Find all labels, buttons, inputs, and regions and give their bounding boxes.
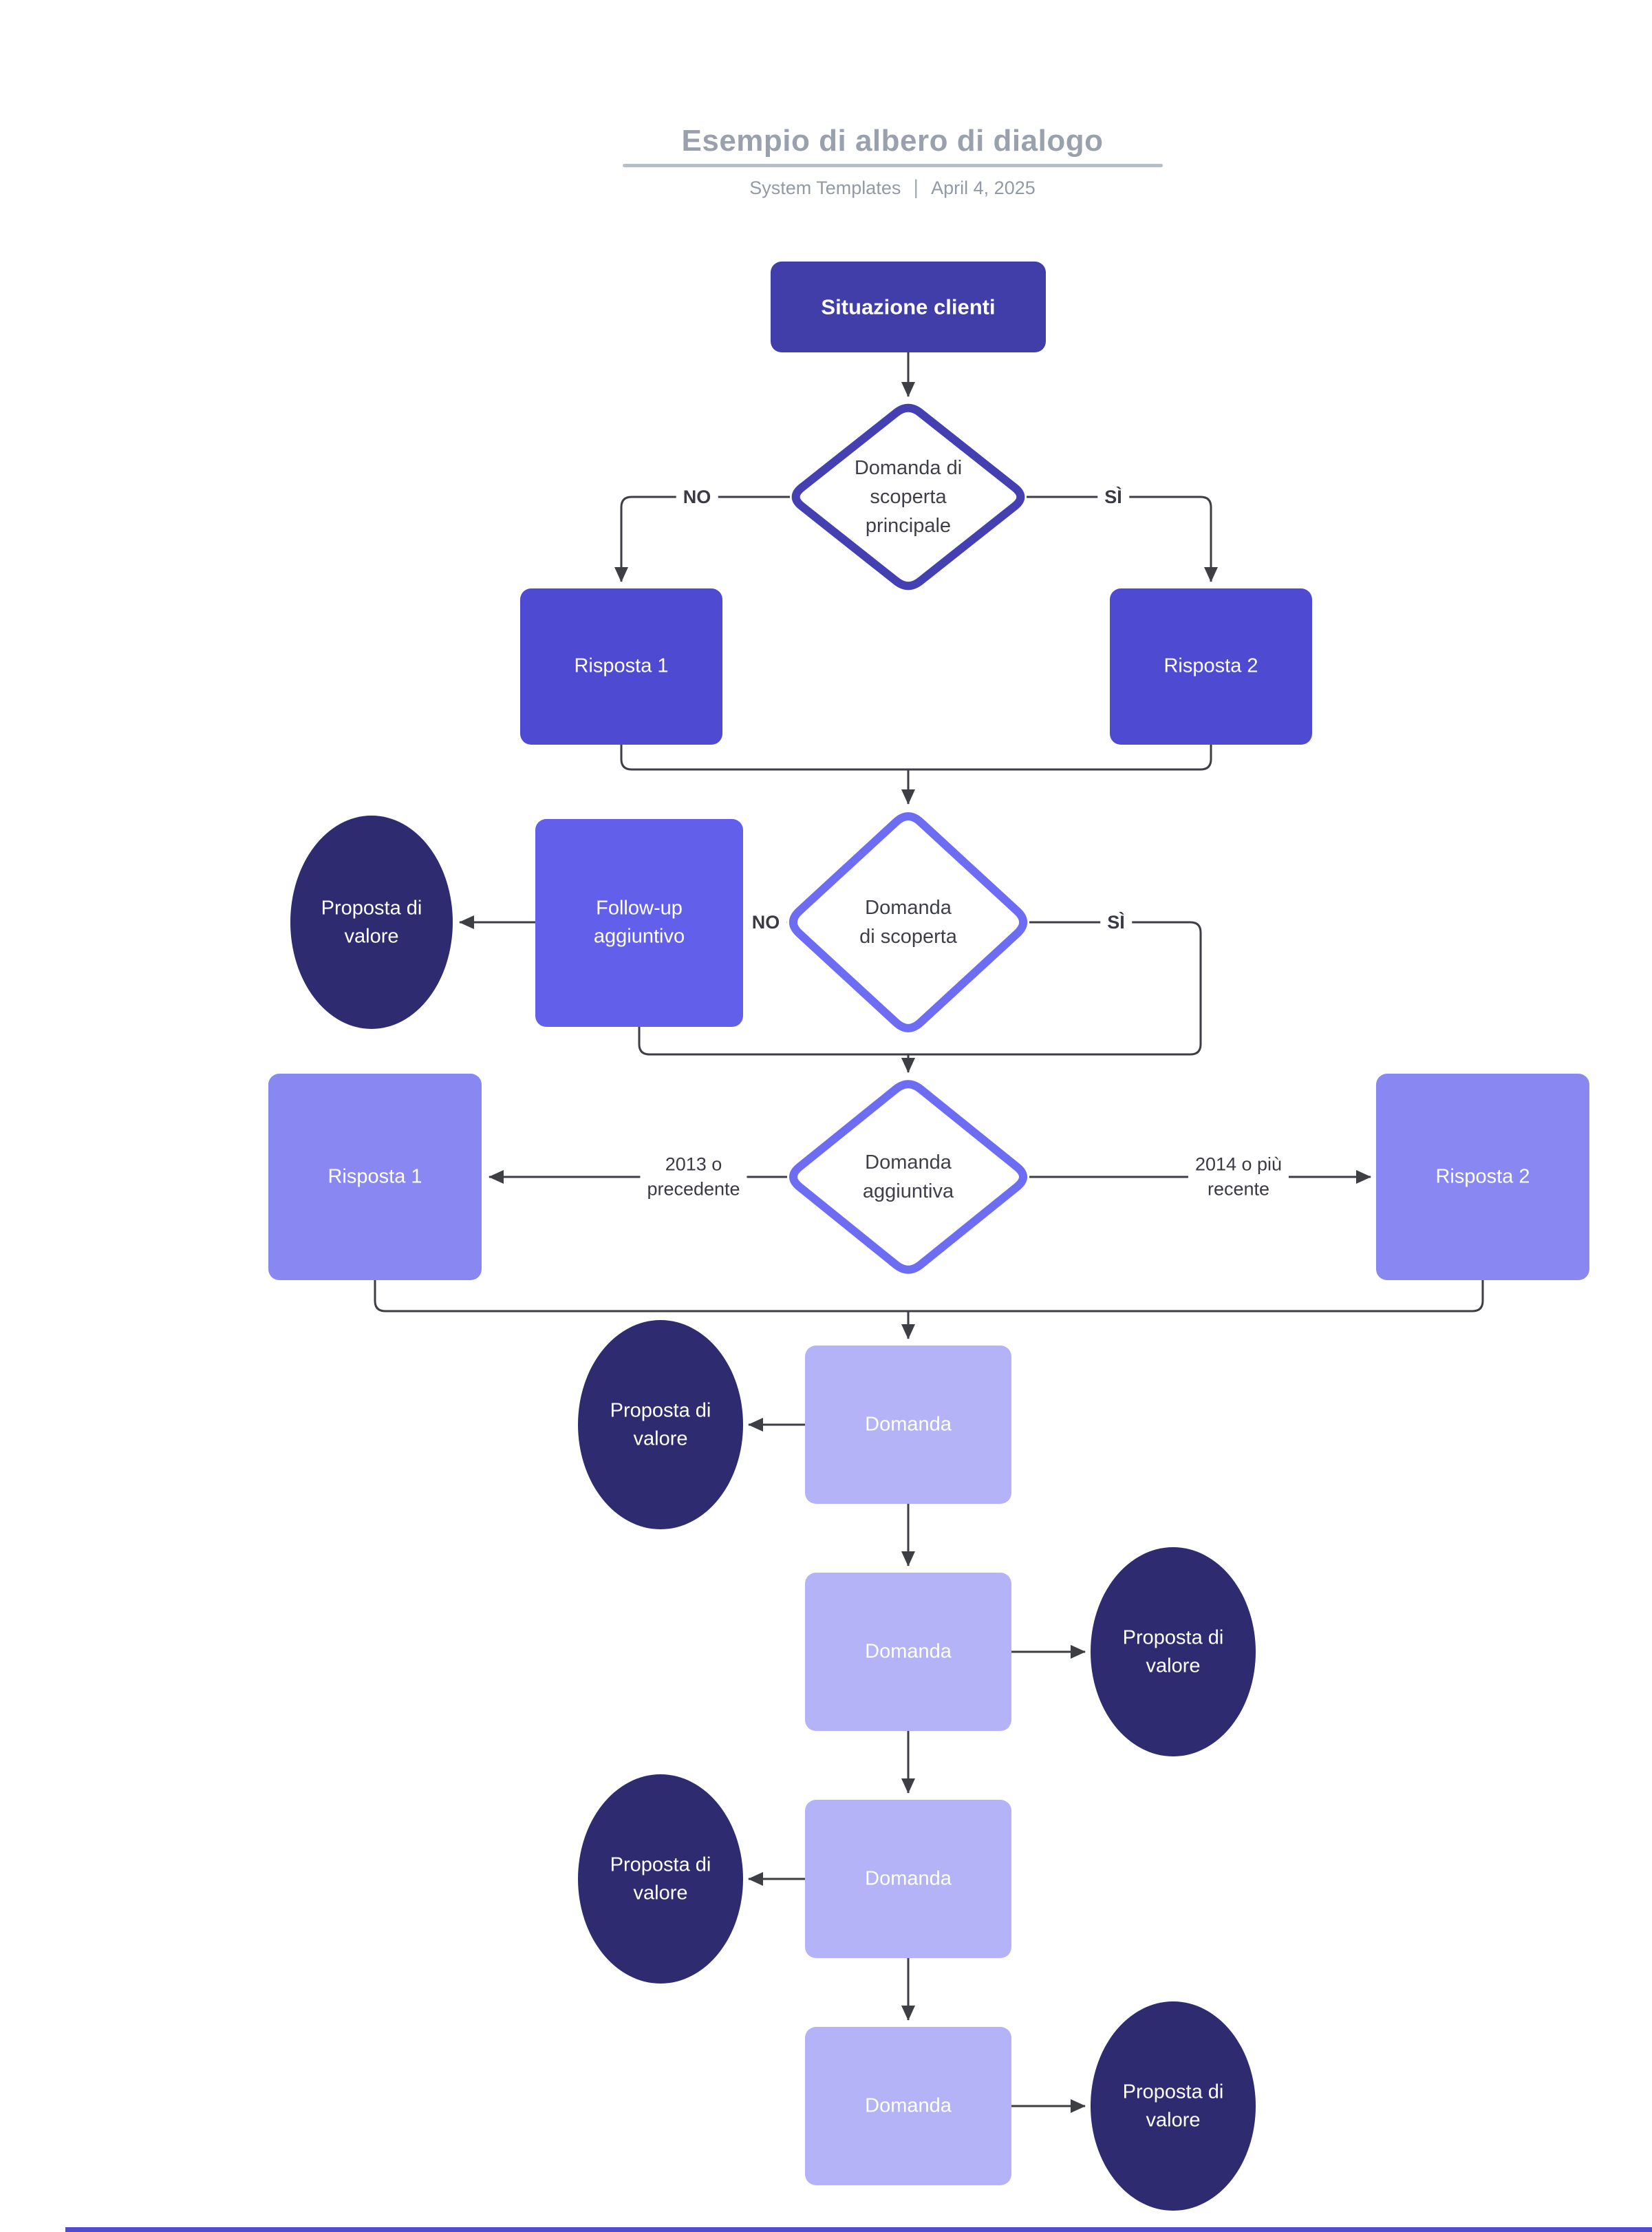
connector-answer1b-merge xyxy=(374,1280,908,1312)
title-underline xyxy=(623,164,1163,167)
followup-node[interactable] xyxy=(535,819,743,1027)
connector-d1-no xyxy=(614,496,790,582)
value-prop-circle-4[interactable] xyxy=(578,1774,743,1984)
answer-2-node[interactable] xyxy=(1110,588,1312,745)
decision-3-diamond[interactable] xyxy=(789,1080,1027,1274)
connector-d1-si xyxy=(1027,496,1218,582)
byline-author: System Templates xyxy=(749,177,901,198)
edge-label-2014: 2014 o più recente xyxy=(1188,1150,1289,1204)
start-node[interactable] xyxy=(771,262,1046,352)
connector-answer2b-merge xyxy=(908,1280,1484,1312)
answer-1b-node[interactable] xyxy=(268,1074,482,1280)
answer-1-node[interactable] xyxy=(520,588,722,745)
question-1-node[interactable] xyxy=(805,1346,1011,1504)
byline-separator: | xyxy=(913,176,919,199)
value-prop-circle-1[interactable] xyxy=(290,816,453,1029)
connector-d2-si xyxy=(908,921,1202,1056)
connector-answer1-merge xyxy=(620,745,908,771)
connector-answer2-merge xyxy=(908,745,1212,771)
decision-1-diamond[interactable] xyxy=(791,403,1025,591)
edge-label-2013: 2013 o precedente xyxy=(640,1150,747,1204)
answer-2b-node[interactable] xyxy=(1376,1074,1589,1280)
edge-label-si-1: SÌ xyxy=(1097,482,1129,511)
byline: System Templates | April 4, 2025 xyxy=(749,176,1036,200)
value-prop-circle-3[interactable] xyxy=(1091,1547,1256,1756)
value-prop-circle-5[interactable] xyxy=(1091,2001,1256,2211)
value-prop-circle-2[interactable] xyxy=(578,1320,743,1529)
question-2-node[interactable] xyxy=(805,1573,1011,1731)
edge-label-no-2: NO xyxy=(744,908,787,937)
edge-label-no-1: NO xyxy=(676,482,718,511)
decision-2-diamond[interactable] xyxy=(789,812,1028,1032)
bottom-accent-bar xyxy=(65,2227,1652,2232)
question-4-node[interactable] xyxy=(805,2027,1011,2185)
byline-date: April 4, 2025 xyxy=(931,177,1036,198)
question-3-node[interactable] xyxy=(805,1800,1011,1958)
edge-label-si-2: SÌ xyxy=(1100,908,1132,937)
connector-followup-merge xyxy=(638,1027,908,1056)
page-title: Esempio di albero di dialogo xyxy=(681,124,1104,158)
